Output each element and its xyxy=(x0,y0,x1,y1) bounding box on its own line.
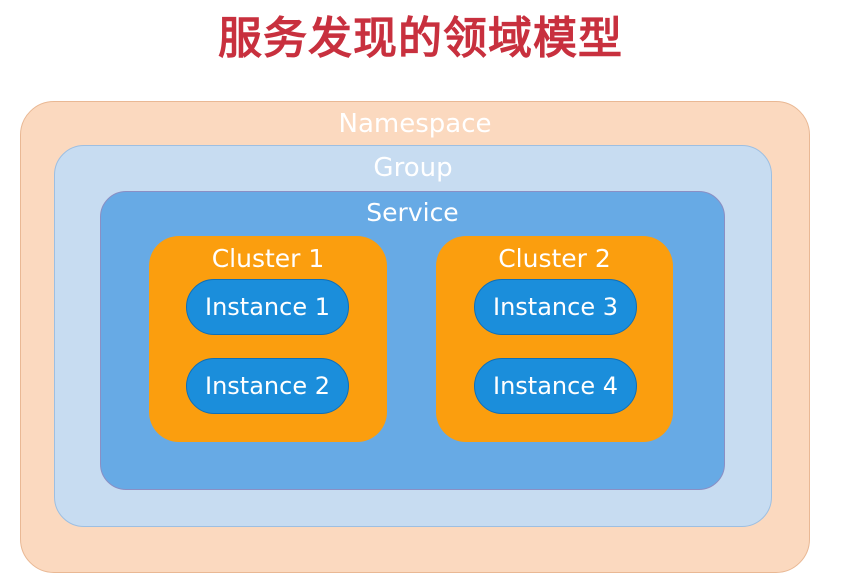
instance-4-label: Instance 4 xyxy=(493,372,618,400)
service-label: Service xyxy=(366,198,459,227)
instance-1-label: Instance 1 xyxy=(205,293,330,321)
cluster-1-label: Cluster 1 xyxy=(211,244,325,273)
instance-2-pill: Instance 2 xyxy=(186,358,349,414)
group-label: Group xyxy=(373,153,453,183)
page-title: 服务发现的领域模型 xyxy=(218,13,623,64)
cluster-2-label: Cluster 2 xyxy=(498,244,611,273)
namespace-label: Namespace xyxy=(338,109,492,139)
instance-3-pill: Instance 3 xyxy=(474,279,637,335)
instance-3-label: Instance 3 xyxy=(493,293,618,321)
instance-1-pill: Instance 1 xyxy=(186,279,349,335)
instance-2-label: Instance 2 xyxy=(205,372,330,400)
instance-4-pill: Instance 4 xyxy=(474,358,637,414)
